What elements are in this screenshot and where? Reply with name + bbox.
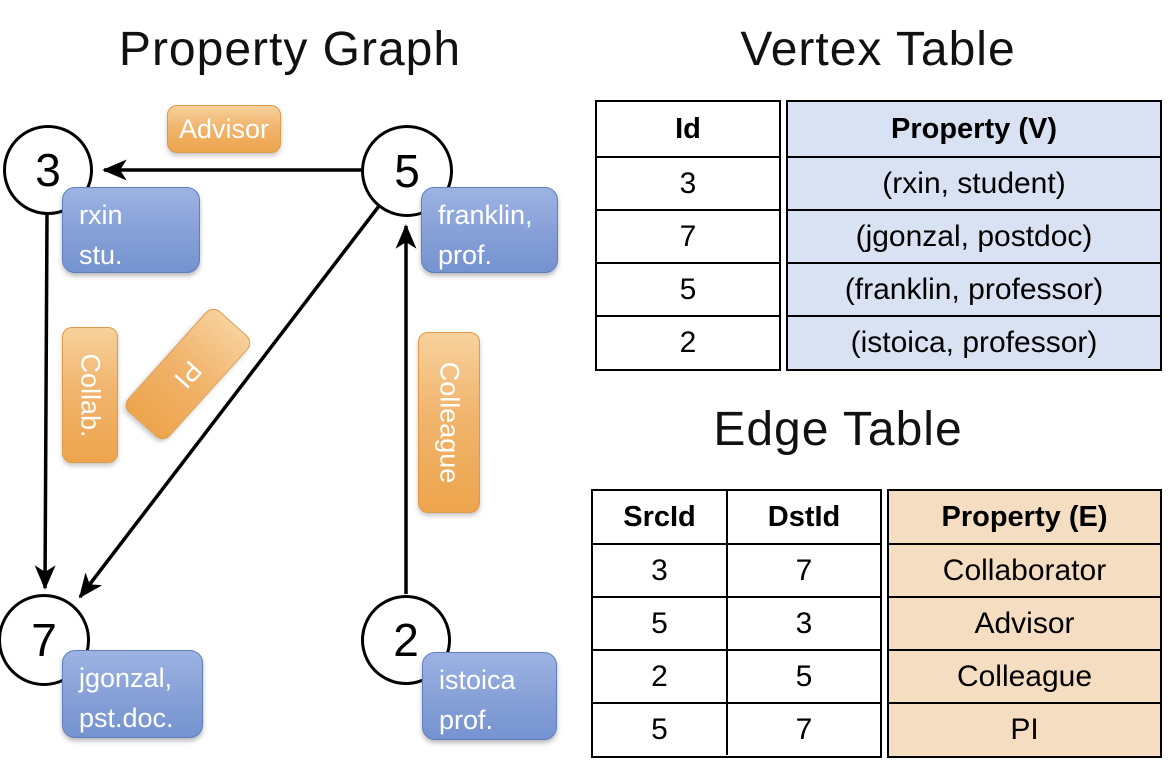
vertex-table-property-column: Property (V) (rxin, student) (jgonzal, p… <box>786 100 1162 371</box>
edge-src-cell: 3 <box>593 543 726 596</box>
vertex-label-rxin: rxin stu. <box>62 187 200 273</box>
node-3-id: 3 <box>35 144 61 196</box>
edge-property-cell: PI <box>889 702 1160 755</box>
edge-label-colleague: Colleague <box>418 332 480 513</box>
node-7-id: 7 <box>31 614 57 666</box>
edge-property-cell: Collaborator <box>889 543 1160 596</box>
property-graph-title: Property Graph <box>118 23 462 76</box>
edge-property-cell: Colleague <box>889 649 1160 702</box>
vertex-id-cell: 5 <box>597 262 779 315</box>
edge-label-pi-text: PI <box>168 354 209 394</box>
edge-property-cell: Advisor <box>889 596 1160 649</box>
edge-dst-cell: 3 <box>726 596 880 649</box>
vertex-property-cell: (rxin, student) <box>788 156 1160 209</box>
edge-dst-header: DstId <box>726 491 880 543</box>
vertex-property-cell: (istoica, professor) <box>788 315 1160 368</box>
edge-pi-line <box>78 204 381 599</box>
edge-label-advisor: Advisor <box>167 105 281 153</box>
vertex-label-istoica-line1: istoica <box>439 665 516 695</box>
vertex-label-rxin-line2: stu. <box>79 240 123 270</box>
graph-node-5: 5 <box>361 125 453 217</box>
vertex-label-jgonzal: jgonzal, pst.doc. <box>62 650 203 738</box>
edge-dst-cell: 7 <box>726 543 880 596</box>
vertex-label-franklin-line2: prof. <box>438 240 493 270</box>
vertex-label-franklin-line1: franklin, <box>438 200 533 230</box>
edge-src-cell: 2 <box>593 649 726 702</box>
edge-label-colleague-text: Colleague <box>434 361 465 484</box>
vertex-label-istoica-line2: prof. <box>439 705 494 735</box>
vertex-id-header: Id <box>675 112 701 145</box>
vertex-property-cell: (franklin, professor) <box>788 262 1160 315</box>
vertex-id-cell: 3 <box>597 156 779 209</box>
edge-table-property-column: Property (E) Collaborator Advisor Collea… <box>887 489 1162 758</box>
graph-node-2: 2 <box>361 595 451 685</box>
vertex-label-rxin-line1: rxin <box>79 200 123 230</box>
vertex-label-istoica: istoica prof. <box>422 652 557 740</box>
node-2-id: 2 <box>393 614 419 666</box>
vertex-table-title: Vertex Table <box>740 23 1016 76</box>
edge-label-collab-text: Collab. <box>75 352 106 438</box>
vertex-label-jgonzal-line2: pst.doc. <box>79 703 174 733</box>
edge-label-collab: Collab. <box>62 327 118 463</box>
edge-label-advisor-text: Advisor <box>178 113 270 144</box>
edge-property-header: Property (E) <box>941 500 1108 533</box>
node-5-id: 5 <box>394 145 420 197</box>
edge-collab-line <box>34 214 56 590</box>
vertex-id-cell: 7 <box>597 209 779 262</box>
graph-edges-svg <box>34 159 417 599</box>
edge-table-id-columns: SrcId DstId 3 7 5 3 2 5 5 7 <box>591 489 882 758</box>
vertex-table-id-column: Id 3 7 5 2 <box>595 100 781 371</box>
edge-src-cell: 5 <box>593 702 726 755</box>
edge-src-cell: 5 <box>593 596 726 649</box>
edge-dst-cell: 7 <box>726 702 880 755</box>
vertex-property-cell: (jgonzal, postdoc) <box>788 209 1160 262</box>
vertex-property-header: Property (V) <box>891 112 1057 145</box>
edge-src-header: SrcId <box>623 500 696 533</box>
edge-table-title: Edge Table <box>713 403 963 456</box>
vertex-id-cell: 2 <box>597 315 779 368</box>
vertex-label-jgonzal-line1: jgonzal, <box>79 663 173 693</box>
vertex-label-franklin: franklin, prof. <box>421 187 558 273</box>
edge-dst-cell: 5 <box>726 649 880 702</box>
